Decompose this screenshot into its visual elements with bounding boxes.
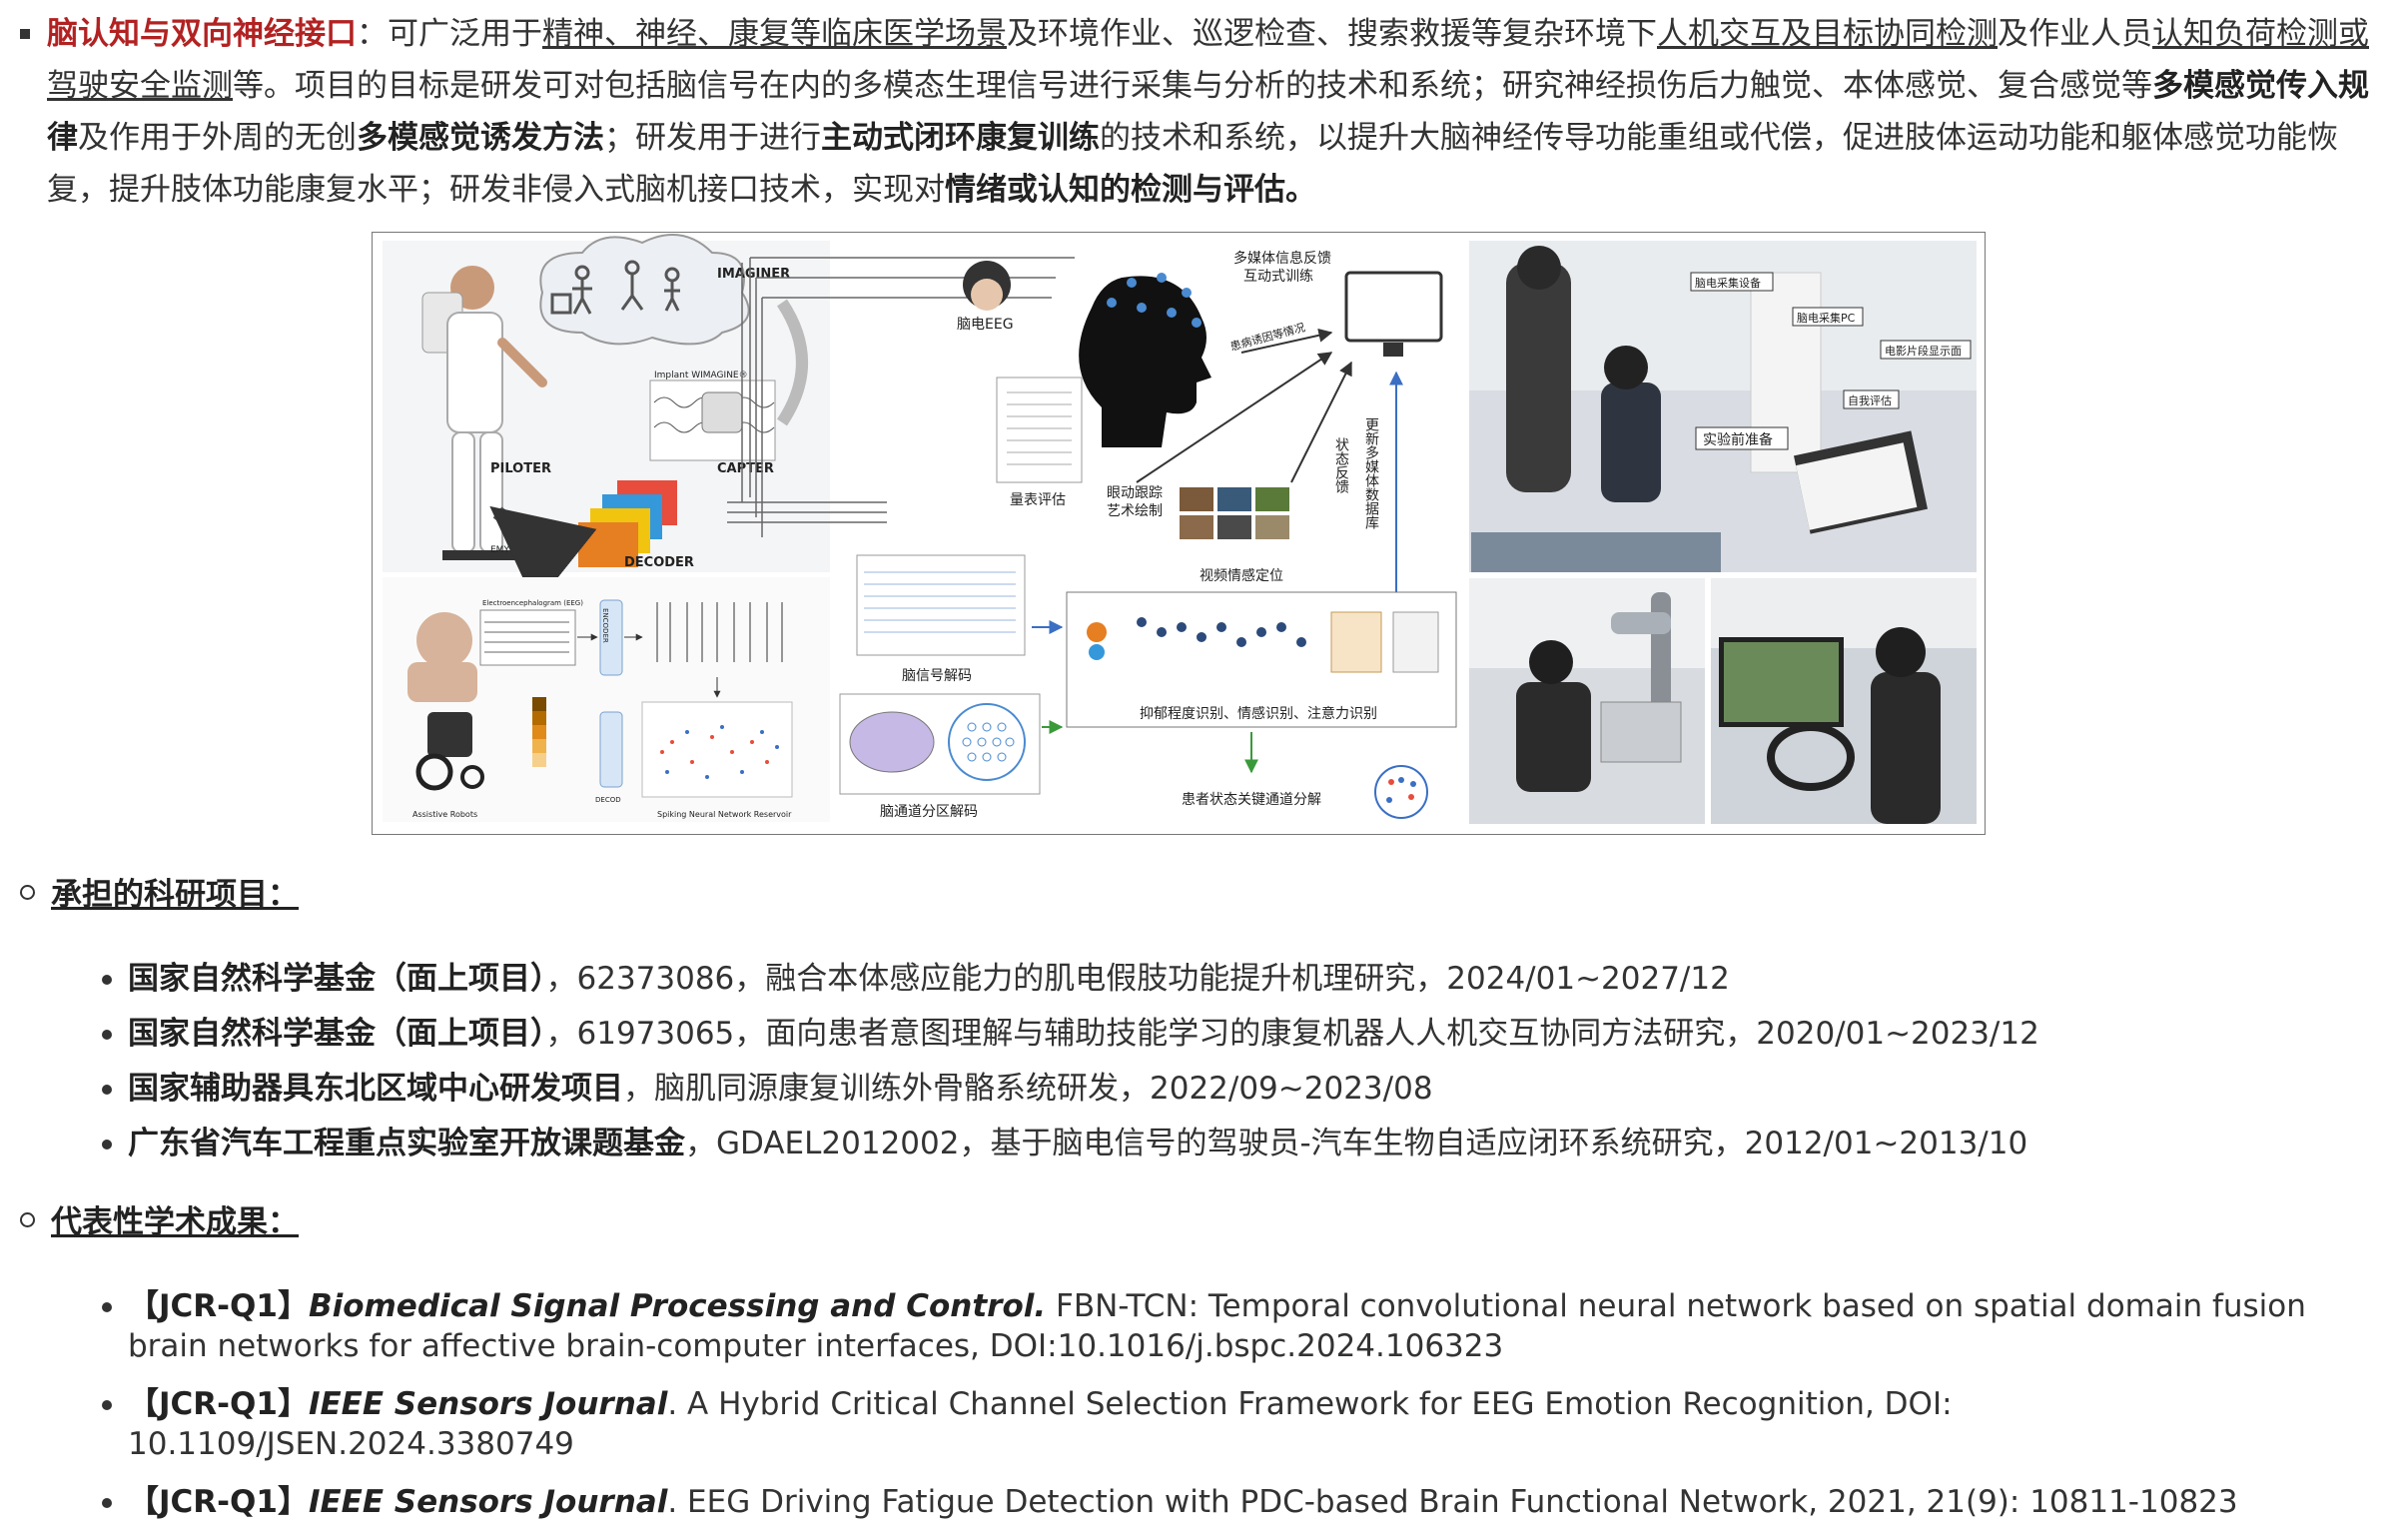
key-channel-label: 患者状态关键通道分解 [1182,792,1321,808]
emotion-label: 患病诱因等情况 [1228,320,1306,353]
capter-label: CAPTER [717,461,774,476]
head-silhouette [1079,273,1211,447]
eeg-label: 脑电EEG [957,317,1014,333]
video-label: 视频情感定位 [1200,567,1283,584]
bullet-icon [102,1400,112,1410]
list-item: 【JCR-Q1】IEEE Sensors Journal. EEG Drivin… [102,1482,2389,1522]
eeg-small-label: Electroencephalogram (EEG) [482,599,583,607]
bullet-icon [102,1302,112,1312]
photo-robot-arm [1469,578,1705,824]
implant-label: Implant WIMAGINE® [654,371,748,381]
photo-label-eeg-pc: 脑电采集PC [1797,311,1856,325]
intro-paragraph: 脑认知与双向神经接口：可广泛用于精神、神经、康复等临床医学场景及环境作业、巡逻检… [20,8,2387,216]
region-decode-box [839,693,1041,795]
emy-label: EMY [490,545,509,555]
list-item: 国家辅助器具东北区域中心研发项目，脑肌同源康复训练外骨骼系统研发，2022/09… [102,1069,2389,1109]
video-thumbnails [1180,487,1289,539]
bullet-icon [102,1140,112,1150]
decoder2-label: DECOD [595,796,621,804]
photo-label-eeg-device: 脑电采集设备 [1695,276,1761,290]
intro-title: 脑认知与双向神经接口 [47,16,357,52]
list-item: 国家自然科学基金（面上项目），62373086，融合本体感应能力的肌电假肢功能提… [102,959,2389,999]
circle-bullet-icon [20,1212,35,1227]
photo-driving-sim [1711,578,1977,824]
encoder-label: ENCODER [601,608,609,643]
square-bullet-icon [20,29,30,39]
projects-list: 国家自然科学基金（面上项目），62373086，融合本体感应能力的肌电假肢功能提… [102,959,2389,1178]
photo-lab-setup: 脑电采集设备 脑电采集PC 电影片段显示面 自我评估 实验前准备 [1469,241,1977,572]
snn-label: Spiking Neural Network Reservoir [657,810,792,819]
bullet-icon [102,975,112,985]
photo-label-prep: 实验前准备 [1703,431,1773,448]
publications-list: 【JCR-Q1】Biomedical Signal Processing and… [102,1286,2389,1540]
bullet-icon [102,1498,112,1508]
wheelchair-icon [415,712,484,791]
colorbar [532,697,546,767]
research-figure: IMAGINER PILOTE [372,232,1986,835]
multimedia-line1: 多媒体信息反馈 [1233,250,1331,267]
circle-bullet-icon [20,885,35,900]
pictogram-icon [550,260,680,315]
multimedia-line2: 互动式训练 [1243,269,1313,285]
monitor-icon [1344,271,1443,357]
robot-label: Assistive Robots [412,810,477,819]
signal-decode-box [856,554,1026,656]
recognition-label: 抑郁程度识别、情感识别、注意力识别 [1140,705,1377,722]
center-diagram: 脑电EEG 多媒体信息反馈 互动式训练 患病诱因等情况 [727,250,1457,820]
eeg-cap-icon [963,261,1011,311]
status-label: 状态反馈 [1333,437,1349,493]
bullet-icon [102,1085,112,1095]
update-label: 更新多媒体数据库 [1363,417,1379,530]
page: 脑认知与双向神经接口：可广泛用于精神、神经、康复等临床医学场景及环境作业、巡逻检… [20,8,2389,1520]
photo-label-screen: 电影片段显示面 [1885,344,1962,358]
bullet-icon [102,1030,112,1040]
eye-line1: 眼动跟踪 [1107,485,1163,501]
list-item: 【JCR-Q1】IEEE Sensors Journal. A Hybrid C… [102,1384,2389,1464]
piloter-label: PILOTER [490,461,551,476]
list-item: 广东省汽车工程重点实验室开放课题基金，GDAEL2012002，基于脑电信号的驾… [102,1124,2389,1163]
network-box [1066,591,1457,728]
publications-heading: 代表性学术成果： [20,1196,299,1241]
list-item: 【JCR-Q1】Biomedical Signal Processing and… [102,1286,2389,1366]
list-item: 国家自然科学基金（面上项目），61973065，面向患者意图理解与辅助技能学习的… [102,1014,2389,1054]
projects-heading: 承担的科研项目： [20,869,299,914]
figure-illustration: IMAGINER PILOTE [383,234,1977,824]
scale-form [996,377,1083,483]
region-label: 脑通道分区解码 [880,804,978,820]
eeg-snn-panel: Electroencephalogram (EEG) ENCODER Spiki… [383,577,830,822]
scale-label: 量表评估 [1010,492,1066,508]
photo-label-self-eval: 自我评估 [1848,394,1892,407]
snn-reservoir [641,701,793,798]
eye-line2: 艺术绘制 [1107,503,1163,519]
decoder-label: DECODER [624,555,694,570]
decode-label: 脑信号解码 [902,668,972,684]
imaginer-label: IMAGINER [717,267,790,282]
headmap-icon [1374,765,1428,819]
